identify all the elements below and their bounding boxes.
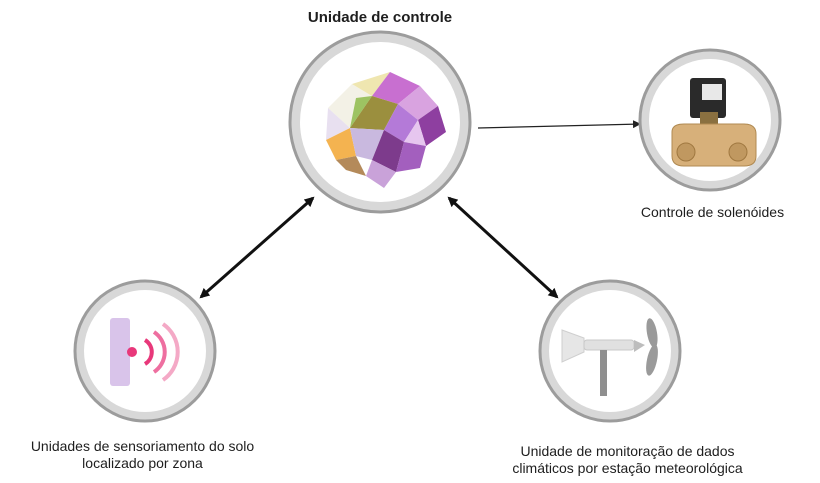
arrow-control-soil — [199, 196, 315, 299]
weather-station-label: Unidade de monitoração de dados climátic… — [490, 443, 765, 477]
weather-station-node — [538, 279, 682, 423]
control-unit-label: Unidade de controle — [307, 9, 453, 26]
arrow-control-weather — [447, 196, 559, 299]
solenoid-node — [638, 48, 782, 192]
soil-sensor-label-line-1: Unidades de sensoriamento do solo — [30, 438, 255, 454]
control-unit-node — [288, 30, 472, 214]
soil-sensor-label-line-2: localizado por zona — [82, 455, 203, 471]
soil-sensor-node — [73, 279, 217, 423]
weather-station-label-line-1: Unidade de monitoração de dados — [520, 443, 735, 459]
soil-sensor-signal-icon — [110, 318, 180, 386]
weather-station-label-line-2: climáticos por estação meteorológica — [512, 460, 743, 476]
solenoid-label: Controle de solenóides — [640, 204, 785, 220]
wind-turbine-weather-station-icon — [561, 318, 658, 396]
brain-icon — [326, 72, 446, 188]
solenoid-valve-icon — [671, 78, 757, 167]
arrow-control-to-solenoid — [477, 120, 641, 129]
soil-sensor-label: Unidades de sensoriamento do solo locali… — [5, 438, 280, 472]
